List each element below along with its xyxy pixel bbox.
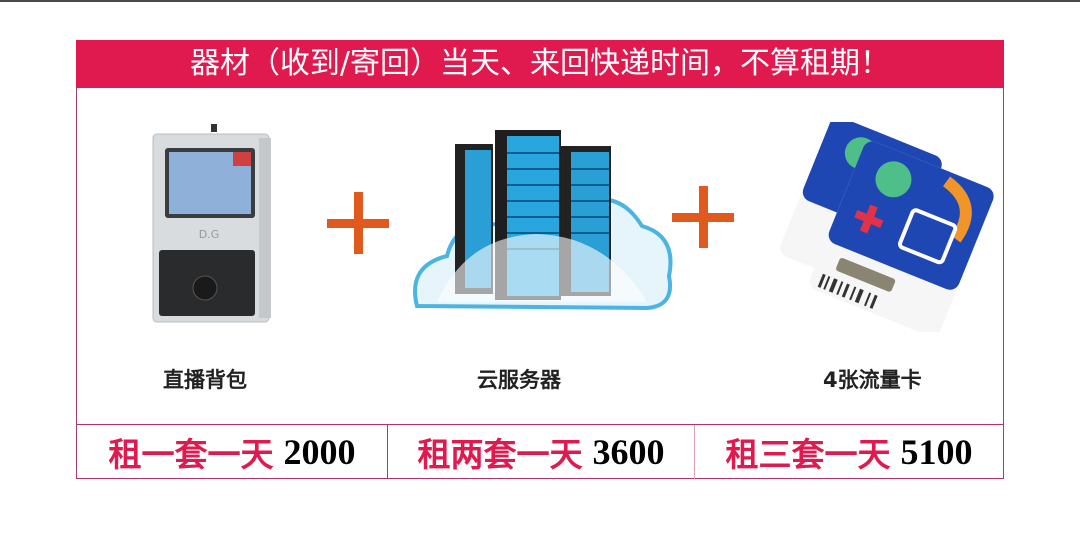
price-option-label: 租三套一天 [725,435,891,474]
item-label-backpack: 直播背包 [163,368,247,392]
item-label-sim-cards: 4张流量卡 [823,368,922,392]
price-option-label: 租两套一天 [417,435,583,474]
price-value: 5100 [900,432,973,472]
notice-banner: 器材（收到/寄回）当天、来回快递时间，不算租期！ [76,40,1004,88]
product-bundle-panel: D.G [76,88,1004,479]
plus-icon [327,192,389,254]
sim-cards-image [780,122,994,332]
price-option-two-sets: 租两套一天 3600 [388,425,695,479]
plus-icon [672,186,734,248]
item-label-cloud-server: 云服务器 [477,368,561,392]
price-option-one-set: 租一套一天 2000 [77,425,388,479]
pricing-row: 租一套一天 2000 租两套一天 3600 租三套一天 5100 [77,424,1003,479]
top-border-line [0,0,1080,2]
svg-text:D.G: D.G [199,228,220,241]
live-streaming-backpack-image: D.G [152,124,271,323]
price-option-label: 租一套一天 [108,435,274,474]
price-option-three-sets: 租三套一天 5100 [695,425,1003,479]
cloud-server-image [413,130,673,311]
price-value: 3600 [592,432,665,472]
price-value: 2000 [283,432,356,472]
